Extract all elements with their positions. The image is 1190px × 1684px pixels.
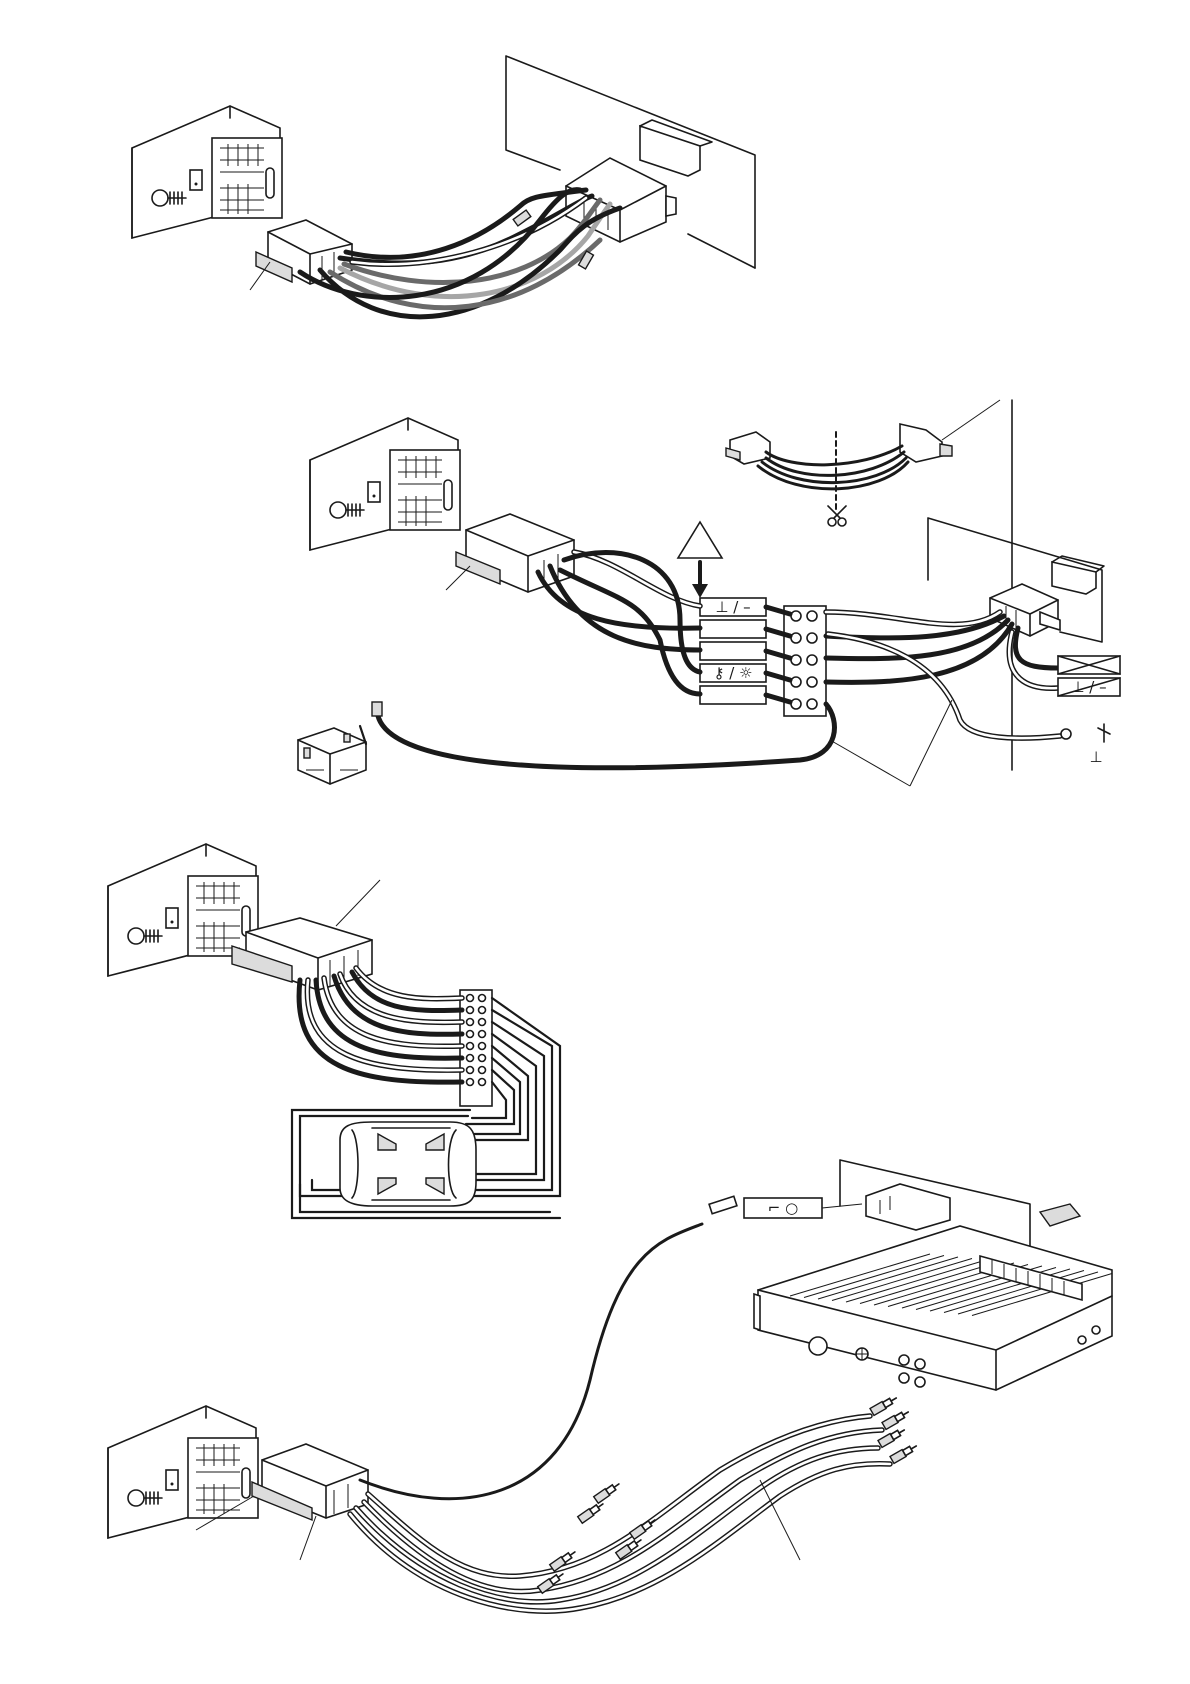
terminal-screw <box>467 1067 474 1074</box>
terminal-screw <box>807 699 817 709</box>
radio-unit-icon <box>132 106 282 238</box>
ring-terminal-icon <box>1061 729 1071 739</box>
illumination-label: ⚷ / ☼ <box>713 664 752 682</box>
terminal-screw <box>807 611 817 621</box>
speaker-wiring-figure <box>108 844 560 1218</box>
ground-cross-label: ⊥ / – <box>1071 678 1106 696</box>
amplifier-connection-figure: ⌐ ○ <box>108 1160 1112 1611</box>
ground-symbol: ⊥ <box>1089 748 1102 766</box>
callout-line <box>336 880 380 926</box>
terminal-screw <box>807 633 817 643</box>
terminal-screw <box>791 611 801 621</box>
terminal-screw <box>479 995 486 1002</box>
adapter-cable-connection-figure <box>132 56 755 317</box>
amplifier-icon <box>754 1226 1112 1390</box>
terminal-screw <box>791 677 801 687</box>
terminal-screw <box>791 699 801 709</box>
fuse-holder-icon <box>709 1196 737 1214</box>
terminal-screw <box>467 1019 474 1026</box>
battery-wire <box>378 704 834 768</box>
terminal-screw <box>479 1055 486 1062</box>
callout-line <box>446 566 470 590</box>
warning-triangle-icon <box>678 522 722 558</box>
terminal-screw <box>479 1043 486 1050</box>
fuse-holder-icon <box>372 702 382 716</box>
adapter-wires <box>300 190 620 317</box>
arrow-icon <box>1040 1204 1080 1226</box>
terminal-screw <box>479 1007 486 1014</box>
callout-line <box>300 1516 316 1560</box>
car-top-view-icon <box>340 1122 476 1206</box>
terminal-block <box>460 990 492 1106</box>
terminal-screw <box>479 1079 486 1086</box>
radio-unit-icon <box>108 1406 258 1538</box>
terminal-screw <box>467 1031 474 1038</box>
terminal-screw <box>479 1019 486 1026</box>
remote-label: ⌐ ○ <box>768 1199 798 1217</box>
ground-minus-label: ⊥ / – <box>715 598 750 616</box>
terminal-screw <box>467 1079 474 1086</box>
battery-icon <box>298 728 366 784</box>
terminal-screw <box>807 655 817 665</box>
terminal-screw <box>467 1055 474 1062</box>
terminal-screw <box>467 1007 474 1014</box>
terminal-screw <box>479 1067 486 1074</box>
screw-icon <box>1098 724 1110 742</box>
terminal-screw <box>467 1043 474 1050</box>
terminal-screw <box>479 1031 486 1038</box>
terminal-block-connection-figure: ⊥ / – ⚷ / ☼ <box>298 400 1120 786</box>
radio-unit-icon <box>310 418 460 550</box>
terminal-screw <box>807 677 817 687</box>
rca-cable-bundle <box>350 1416 890 1611</box>
terminal-screw <box>467 995 474 1002</box>
label-box-5 <box>700 686 766 704</box>
arrow-down-icon <box>692 584 708 598</box>
terminal-screw <box>791 633 801 643</box>
label-box-2 <box>700 620 766 638</box>
iso-connector-icon <box>252 1444 368 1520</box>
original-cable-cut-figure <box>726 400 1000 526</box>
terminal-screw <box>791 655 801 665</box>
label-box-3 <box>700 642 766 660</box>
